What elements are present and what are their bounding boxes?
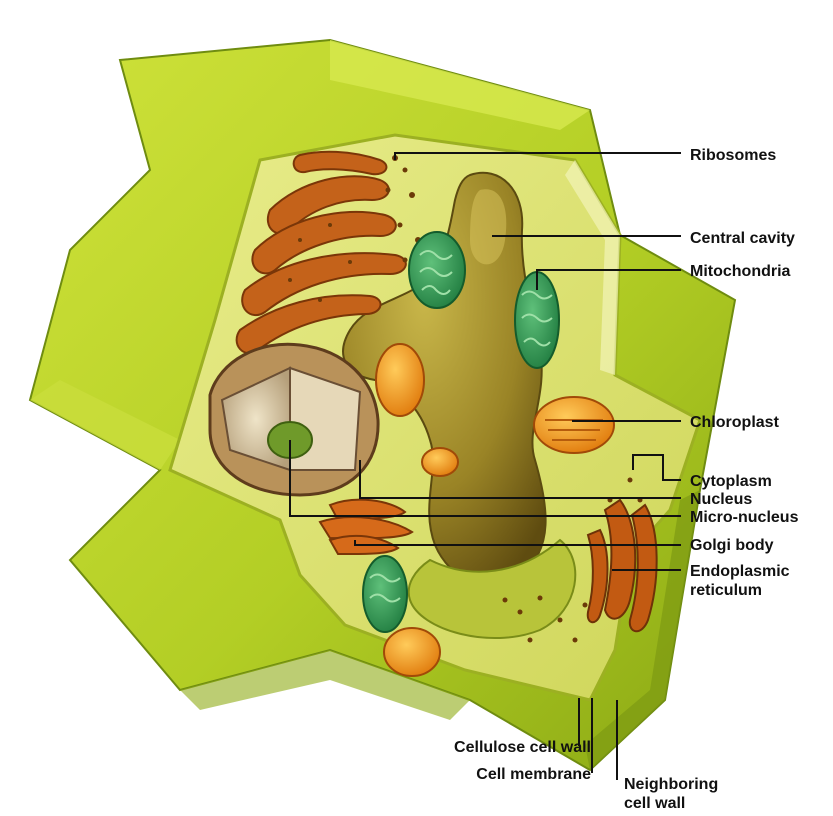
label-neighboring-cell-wall-line2: cell wall <box>624 794 718 813</box>
label-golgi-body: Golgi body <box>690 536 774 555</box>
label-micro-nucleus: Micro-nucleus <box>690 508 798 527</box>
label-ribosomes: Ribosomes <box>690 146 776 165</box>
label-neighboring-cell-wall: Neighboring cell wall <box>624 775 718 813</box>
label-nucleus: Nucleus <box>690 490 752 509</box>
label-endoplasmic-reticulum: Endoplasmic reticulum <box>690 562 790 600</box>
label-cytoplasm: Cytoplasm <box>690 472 772 491</box>
label-chloroplast: Chloroplast <box>690 413 779 432</box>
label-mitochondria: Mitochondria <box>690 262 790 281</box>
nucleus <box>210 344 378 495</box>
label-cellulose-cell-wall: Cellulose cell wall <box>454 738 591 757</box>
label-cell-membrane: Cell membrane <box>476 765 591 784</box>
label-neighboring-cell-wall-line1: Neighboring <box>624 775 718 794</box>
label-endoplasmic-reticulum-line1: Endoplasmic <box>690 562 790 581</box>
label-central-cavity: Central cavity <box>690 229 795 248</box>
label-endoplasmic-reticulum-line2: reticulum <box>690 581 790 600</box>
